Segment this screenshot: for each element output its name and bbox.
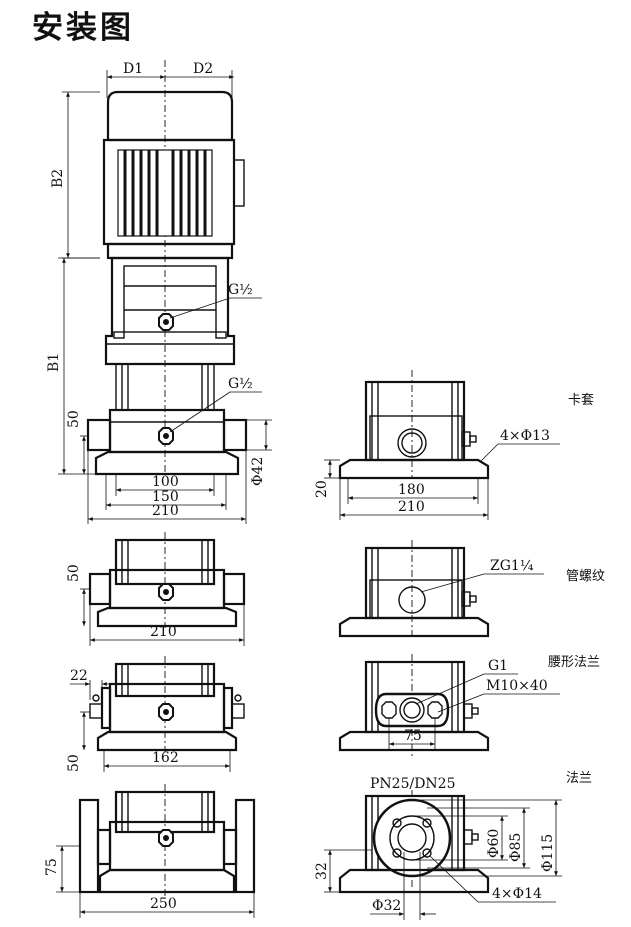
clamp-side-view: 4×Φ13 卡套 20 180 210	[314, 370, 594, 520]
dim-50-main: 50	[66, 410, 82, 428]
port-label-upper: G½	[228, 282, 253, 298]
dim-22: 22	[70, 668, 88, 684]
flange-spec-pn25-dn25: PN25/DN25	[370, 776, 456, 792]
dim-180: 180	[398, 482, 425, 498]
type-label-clamp: 卡套	[568, 392, 594, 408]
type-label-oval-flange: 腰形法兰	[548, 655, 600, 670]
port-g1: G1	[488, 658, 508, 674]
flange-front-view: 75 250	[44, 784, 256, 918]
dim-50-thread: 50	[66, 564, 82, 582]
dim-150: 150	[152, 489, 179, 505]
thread-front-view: 50 210	[66, 532, 246, 646]
holes-4xphi13: 4×Φ13	[500, 428, 550, 444]
port-label-lower: G½	[228, 376, 253, 392]
bolt-m10x40: M10×40	[486, 678, 548, 694]
oval-flange-side-view: G1 M10×40 腰形法兰 75	[338, 654, 600, 756]
dim-100: 100	[152, 474, 179, 490]
dim-phi115: Φ115	[540, 834, 556, 872]
main-elevation-view: D1 D2 B2	[46, 60, 272, 524]
dim-162: 162	[152, 750, 179, 766]
dim-phi32: Φ32	[372, 898, 401, 914]
oval-flange-front-view: 22 50 162	[66, 656, 245, 772]
dim-210-clamp: 210	[398, 499, 425, 515]
dim-50-oval: 50	[66, 754, 82, 772]
dim-75-oval: 75	[404, 728, 422, 744]
thread-spec-zg1-1-4: ZG1¼	[490, 558, 534, 574]
type-label-thread: 管螺纹	[566, 569, 605, 584]
type-label-flange: 法兰	[566, 771, 592, 786]
dim-phi42: Φ42	[250, 457, 266, 486]
dim-210-main: 210	[152, 503, 179, 519]
thread-side-view: ZG1¼ 管螺纹	[338, 540, 605, 638]
dim-32: 32	[314, 862, 330, 880]
dim-phi60: Φ60	[486, 829, 502, 858]
holes-4xphi14: 4×Φ14	[492, 886, 542, 902]
dim-20: 20	[314, 480, 330, 498]
dim-phi85: Φ85	[508, 833, 524, 862]
dim-d2: D2	[193, 61, 213, 77]
dim-250: 250	[150, 896, 177, 912]
dim-d1: D1	[123, 61, 143, 77]
dim-210-thread: 210	[150, 624, 177, 640]
dim-b1: B1	[46, 353, 62, 372]
dim-b2: B2	[50, 169, 66, 188]
dim-75-flange: 75	[44, 858, 60, 876]
page-title: 安装图	[32, 10, 134, 46]
flange-side-view: PN25/DN25 法兰 Φ60 Φ85 Φ115 32	[314, 771, 592, 920]
